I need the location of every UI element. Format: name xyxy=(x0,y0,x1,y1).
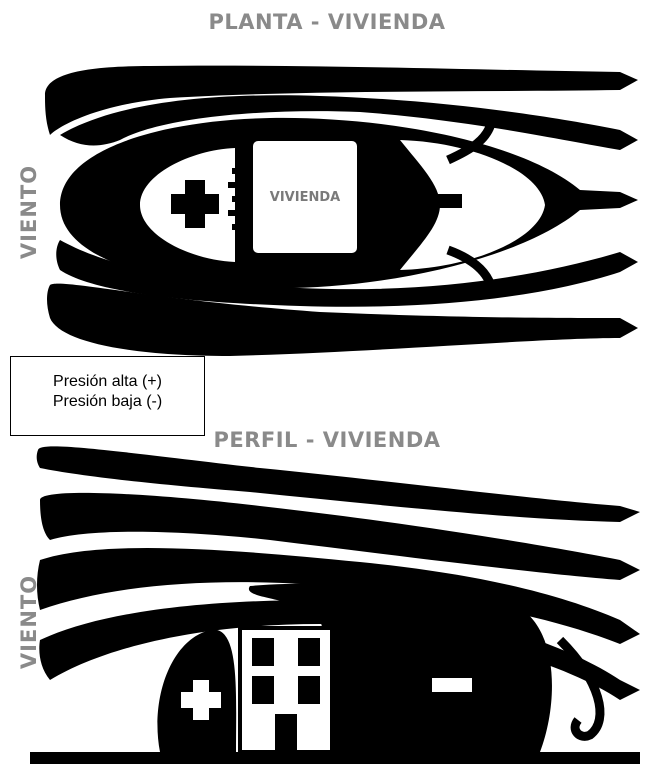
plan-view-flow xyxy=(45,66,638,356)
profile-minus-icon xyxy=(432,678,472,692)
plan-house-label: VIVIENDA xyxy=(270,190,340,205)
profile-window-2 xyxy=(298,638,320,666)
legend-high-pressure: Presión alta (+) xyxy=(11,372,204,392)
profile-window-4 xyxy=(298,676,320,704)
profile-window-3 xyxy=(252,676,274,704)
profile-window-1 xyxy=(252,638,274,666)
profile-view-flow xyxy=(30,446,640,764)
plan-minus-icon xyxy=(420,194,462,208)
plan-plus-icon xyxy=(171,180,219,228)
legend-low-pressure: Presión baja (-) xyxy=(11,392,204,412)
pressure-legend: Presión alta (+) Presión baja (-) xyxy=(10,356,205,436)
profile-door xyxy=(275,714,297,752)
profile-ground-line xyxy=(30,752,640,764)
